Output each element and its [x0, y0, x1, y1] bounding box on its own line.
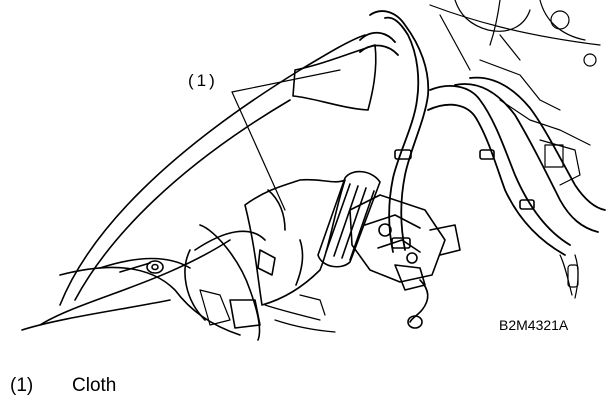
hose-clamps [391, 149, 535, 249]
figure-code: B2M4321A [499, 317, 569, 333]
fender-outline [21, 34, 366, 336]
legend-text: Cloth [72, 375, 117, 396]
callout-leaders [231, 69, 341, 211]
power-steering-pump [349, 194, 461, 329]
lower-components [199, 289, 336, 333]
engine-compartment-illustration [21, 0, 606, 341]
background-components [429, 0, 601, 299]
cloth-cover [244, 44, 377, 306]
strut-tower [119, 224, 276, 341]
legend: (1) Cloth [10, 376, 116, 395]
hoses [359, 10, 606, 256]
pump-pulley [317, 170, 381, 268]
callout-label-1: (1) [188, 71, 218, 90]
legend-number: (1) [10, 375, 34, 396]
